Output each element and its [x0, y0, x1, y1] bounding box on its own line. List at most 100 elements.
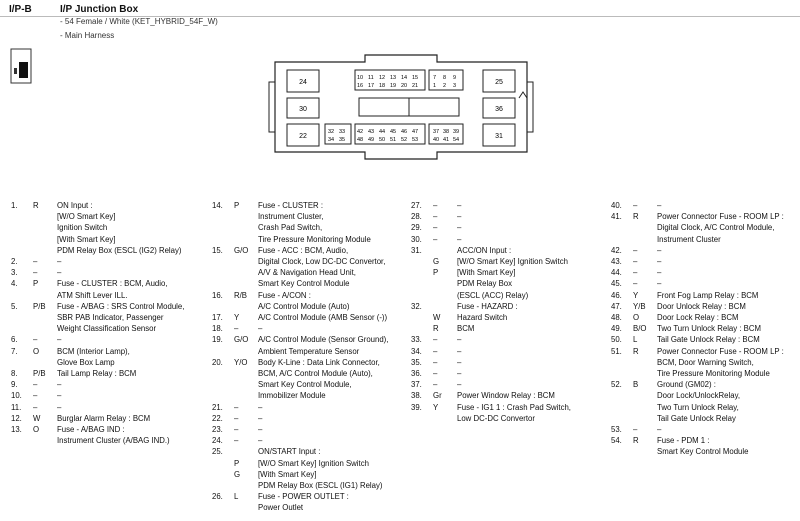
pin-description: –	[57, 257, 62, 267]
pin-description: Tire Pressure Monitoring Module	[258, 234, 371, 244]
pin-number: 39.	[411, 402, 422, 412]
pin-number: 6.	[11, 335, 18, 345]
pin-entry: 24.––	[212, 435, 388, 446]
pin-description: BCM, Door Warning Switch,	[657, 357, 754, 367]
wire-color	[433, 245, 457, 256]
wire-color: L	[234, 492, 239, 502]
pin-number: 1.	[11, 201, 18, 210]
pin-description: PDM Relay Box (ESCL (IG1) Relay)	[258, 481, 383, 491]
wire-color: B/O	[633, 324, 647, 334]
wire-color	[234, 446, 258, 457]
pin-description: –	[457, 212, 462, 222]
pin-number: 14.	[212, 201, 223, 210]
pin-number: 46	[401, 129, 407, 135]
pin-description: [With Smart Key]	[57, 234, 116, 244]
pin-entry: 45.––	[611, 278, 784, 289]
pin-sub-entry: G[With Smart Key]PDM Relay Box (ESCL (IG…	[212, 469, 388, 491]
pin-number: 50.	[611, 335, 622, 345]
pin-number: 47.	[611, 301, 622, 311]
pin-entry: 36.––	[411, 368, 571, 379]
pin-description: BCM (Interior Lamp),	[57, 346, 130, 356]
pin-number: 45.	[611, 279, 622, 289]
pin-number: 19	[390, 83, 396, 89]
pin-description: –	[57, 335, 62, 345]
wire-color: O	[33, 425, 40, 435]
wire-color: P	[33, 279, 39, 289]
wire-color: R/B	[234, 290, 247, 300]
pin-description: –	[457, 369, 462, 379]
pin-description: PDM Relay Box (ESCL (IG2) Relay)	[57, 245, 182, 255]
pin-number: 17.	[212, 313, 223, 323]
pin-description: Power Connector Fuse - ROOM LP :	[657, 212, 784, 222]
pin-number: 53.	[611, 425, 622, 435]
pin-number: 20.	[212, 357, 223, 367]
pin-description: [W/O Smart Key] Ignition Switch	[258, 458, 369, 468]
pin-description: Fuse - A/BAG IND :	[57, 425, 125, 435]
pin-number: 39	[453, 129, 459, 135]
wire-color: P/B	[33, 369, 46, 379]
pin-sub-entry: G[W/O Smart Key] Ignition Switch	[411, 256, 571, 267]
pin-description: Smart Key Control Module	[657, 447, 749, 457]
pin-entry: 3.––	[11, 267, 184, 278]
wire-color: –	[234, 402, 239, 412]
pin-description: –	[457, 335, 462, 345]
wire-color: Y	[433, 402, 439, 412]
pin-number: 7	[433, 75, 436, 81]
header-code: I/P-B	[9, 4, 32, 15]
pin-description: Weight Classification Sensor	[57, 324, 157, 334]
pin-description: ATM Shift Lever ILL.	[57, 290, 128, 300]
pin-number: 35.	[411, 357, 422, 367]
wire-color: –	[633, 279, 638, 289]
pin-description: –	[657, 201, 662, 210]
pin-number: 40	[433, 137, 439, 143]
pin-number: 12.	[11, 413, 22, 423]
pin-number: 44	[379, 129, 385, 135]
page-title: I/P Junction Box	[60, 4, 139, 15]
pin-number: 21.	[212, 402, 223, 412]
pin-number: 11	[368, 75, 374, 81]
wire-color: W	[433, 313, 441, 323]
wire-color: –	[633, 245, 638, 255]
wire-color: L	[633, 335, 638, 345]
wire-color: –	[633, 425, 638, 435]
pin-label-24: 24	[299, 79, 307, 86]
pin-description: Tail Lamp Relay : BCM	[57, 369, 137, 379]
pin-description: –	[457, 234, 462, 244]
pin-number: 33	[339, 129, 345, 135]
pin-entry: 53.––	[611, 424, 784, 435]
pin-number: 13.	[11, 425, 22, 435]
pin-number: 2.	[11, 257, 18, 267]
pin-description: –	[258, 413, 263, 423]
pin-description: Door Lock/UnlockRelay,	[657, 391, 741, 401]
pin-description: –	[258, 324, 263, 334]
connector-spec: - 54 Female / White (KET_HYBRID_54F_W)	[60, 17, 218, 26]
pin-number: 47	[412, 129, 418, 135]
pin-entry: 30.––	[411, 234, 571, 245]
pin-description: –	[258, 402, 263, 412]
pin-entry: 22.––	[212, 413, 388, 424]
pin-label-30: 30	[299, 106, 307, 113]
pin-number: 43	[368, 129, 374, 135]
pin-entry: 43.––	[611, 256, 784, 267]
pin-description: Smart Key Control Module,	[258, 380, 352, 390]
wire-color: –	[433, 201, 438, 210]
pin-number: 46.	[611, 290, 622, 300]
pin-description: –	[657, 268, 662, 278]
wire-color: O	[633, 313, 640, 323]
pin-entry: 18.––	[212, 323, 388, 334]
pin-number: 41.	[611, 212, 622, 222]
wire-color: –	[433, 335, 438, 345]
pin-number: 16.	[212, 290, 223, 300]
